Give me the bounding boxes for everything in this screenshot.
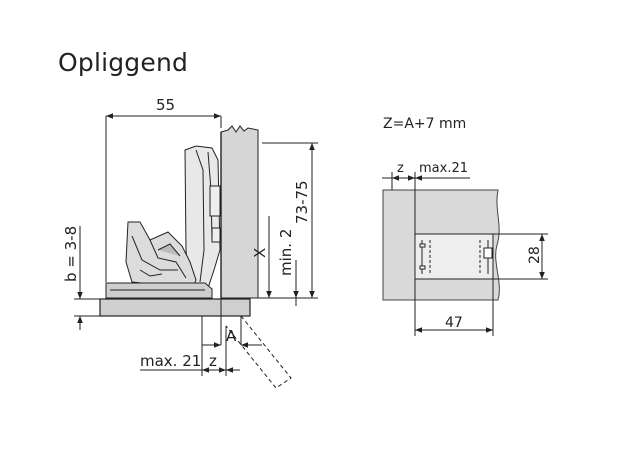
top-z-label: z (397, 161, 404, 176)
formula-label: Z=A+7 mm (383, 116, 466, 132)
hinge-plate-outline (414, 233, 494, 280)
top-width-label: 47 (445, 315, 463, 331)
z-dimension-label: z (209, 352, 217, 370)
side-view (74, 113, 318, 389)
width-dimension-label: 55 (156, 96, 175, 114)
a-dimension-label: A (226, 327, 237, 345)
page-title: Opliggend (58, 48, 189, 77)
door-panel (99, 298, 251, 317)
cabinet-side-panel (220, 125, 259, 299)
max-dimension-label: max. 21 (140, 352, 201, 370)
min-dimension-label: min. 2 (277, 229, 295, 276)
top-height-label: 28 (527, 246, 543, 264)
top-max-label: max.21 (419, 161, 468, 176)
x-dimension-label: X (251, 248, 269, 258)
gap-dimension-label: b = 3-8 (62, 226, 80, 282)
top-view (382, 172, 548, 336)
height-dimension-label: 73-75 (293, 180, 311, 224)
